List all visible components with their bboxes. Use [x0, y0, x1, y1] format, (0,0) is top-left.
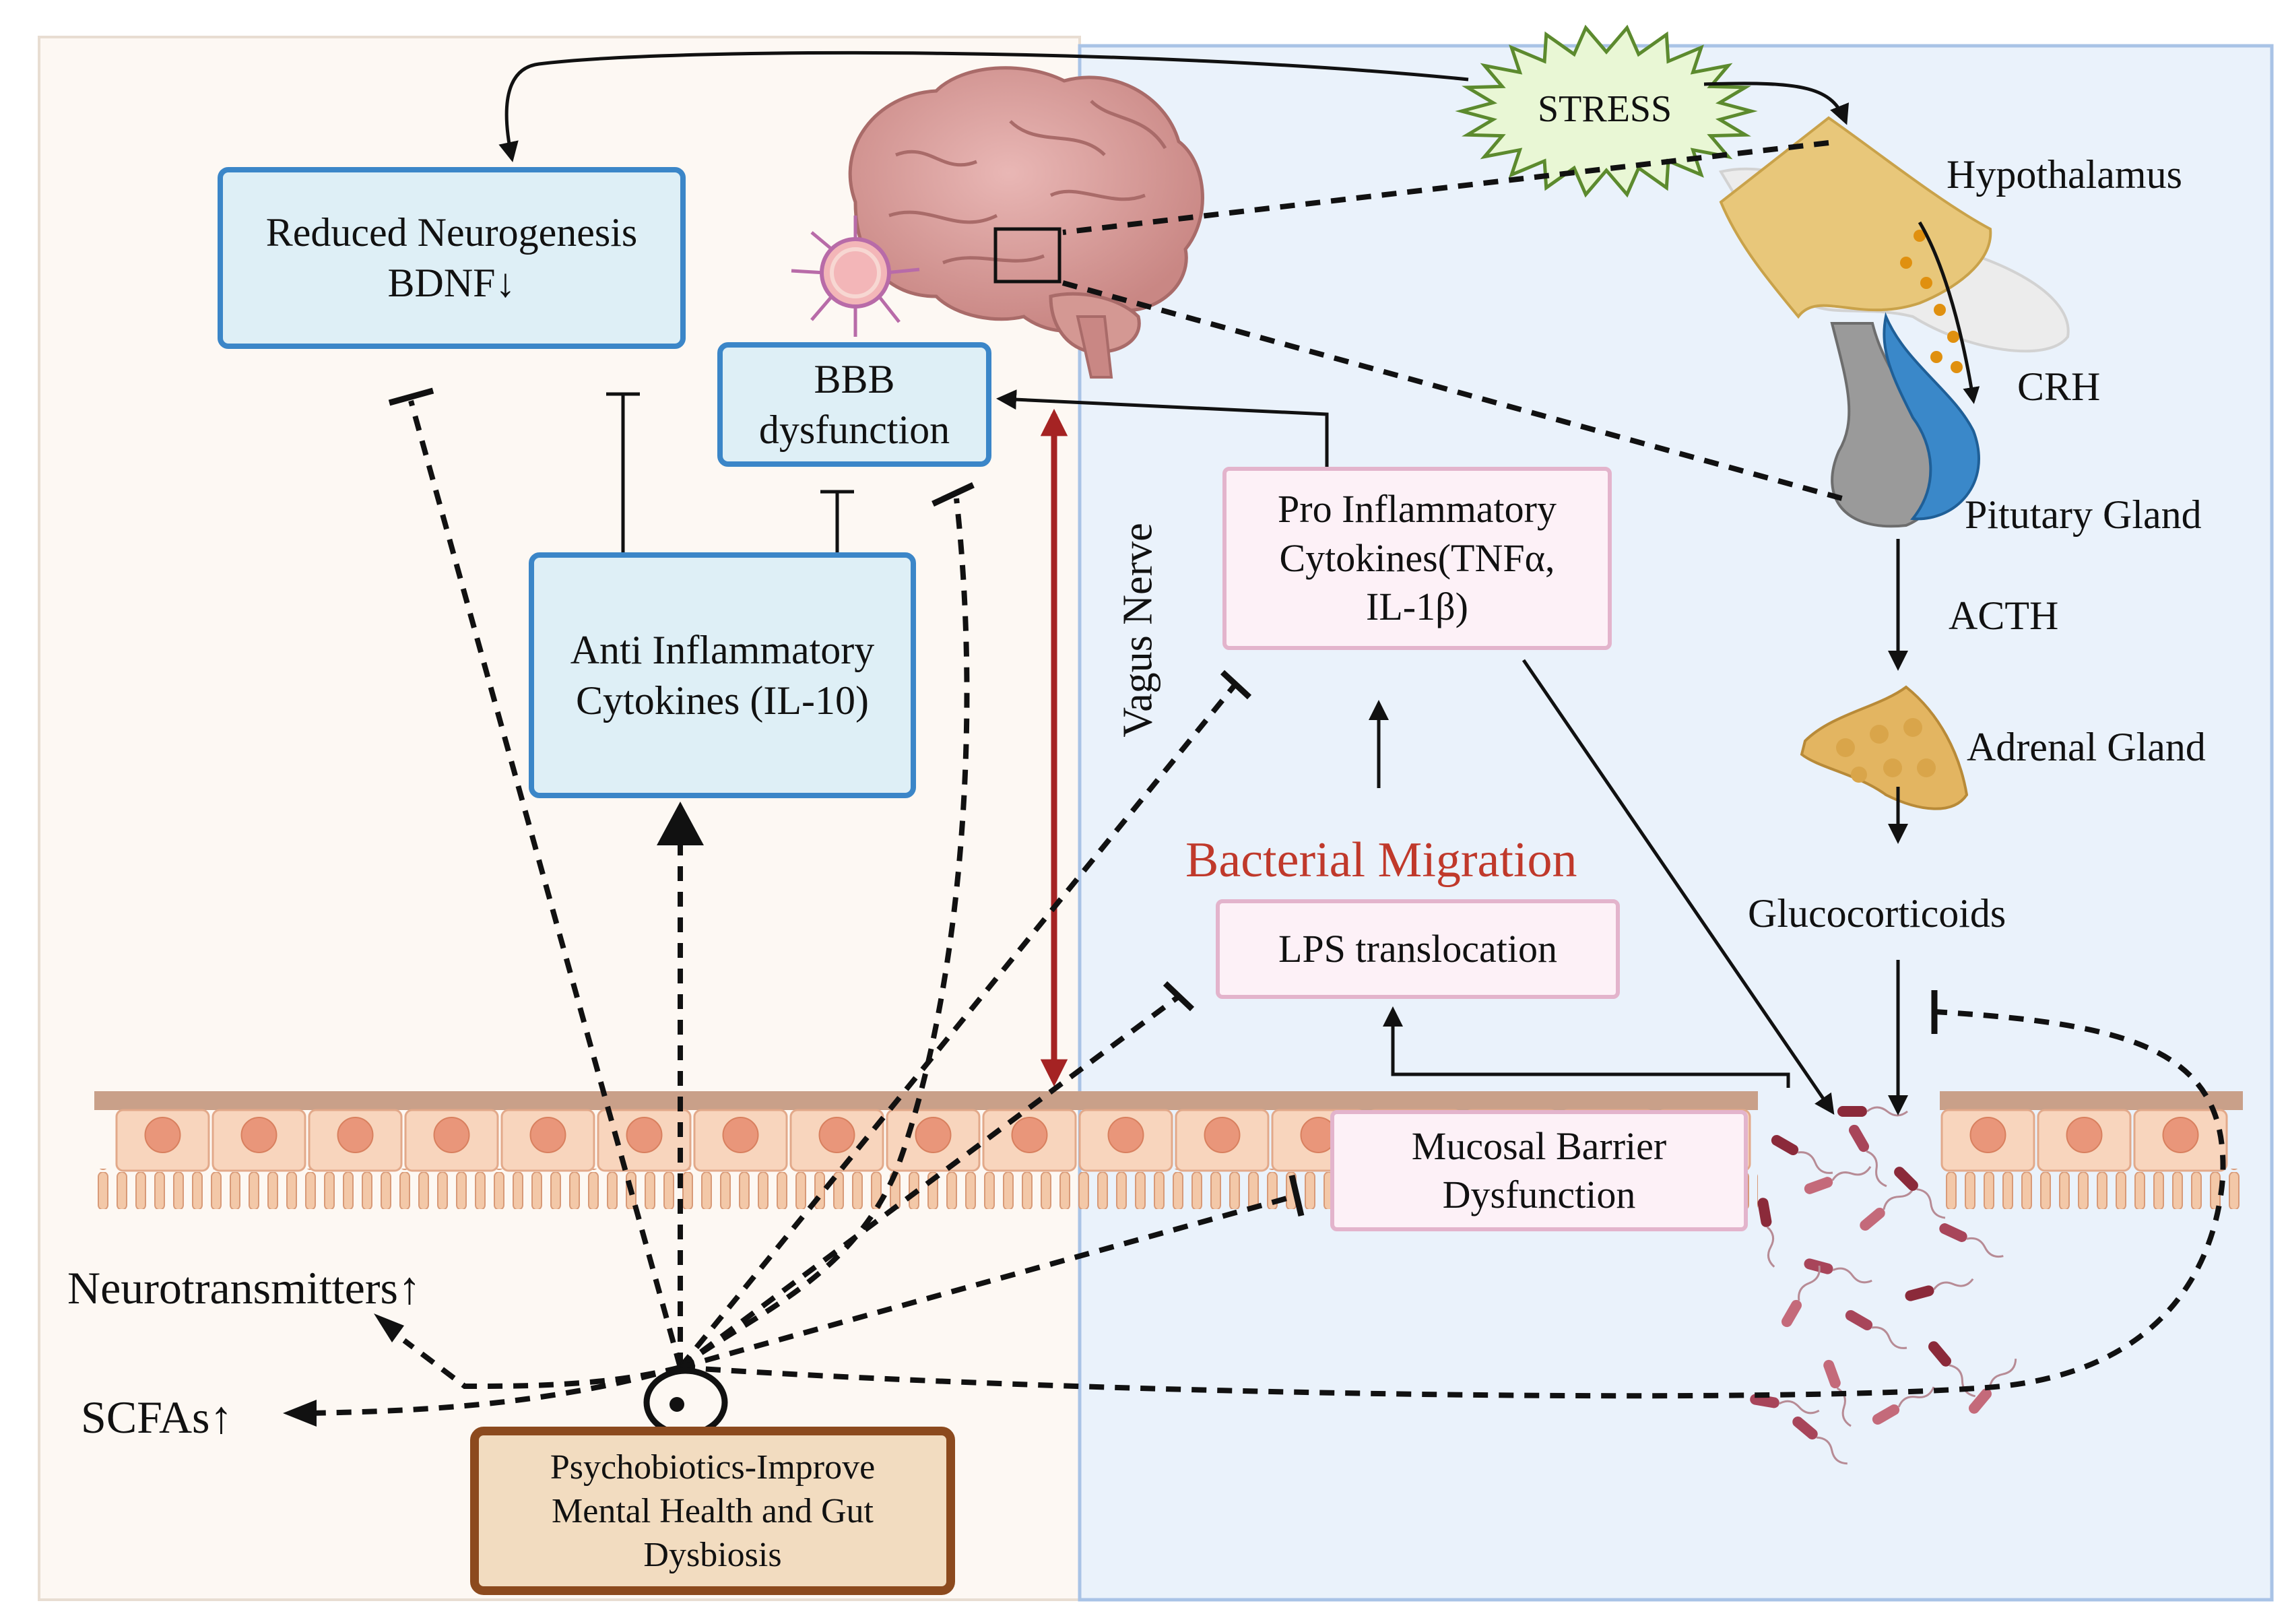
bacterium-flagellum	[1966, 1237, 2004, 1258]
hypothalamus-icon	[1718, 116, 2070, 373]
mucosal-barrier-box: Mucosal Barrier Dysfunction	[1330, 1110, 1748, 1231]
bacterium-flagellum	[1832, 1267, 1872, 1284]
bacterium	[1757, 1198, 1772, 1227]
bacterium-flagellum	[1916, 1188, 1946, 1219]
bacterium	[1905, 1285, 1934, 1301]
bacterium	[1860, 1208, 1885, 1231]
cell-nucleus	[529, 1117, 566, 1153]
neuron-icon	[791, 216, 920, 337]
psycho-line3: Dysbiosis	[643, 1535, 782, 1574]
cell-nucleus	[626, 1117, 663, 1153]
bacterium-flagellum	[1988, 1359, 2017, 1390]
bacterium-flagellum	[1949, 1364, 1976, 1398]
psychobiotics-box: Psychobiotics-Improve Mental Health and …	[470, 1427, 955, 1595]
psycho-line1: Psychobiotics-Improve	[550, 1448, 876, 1487]
pituitary-gland-icon	[1830, 312, 1980, 528]
pro-line3: IL-1β)	[1366, 585, 1468, 629]
psycho-line2: Mental Health and Gut	[552, 1491, 874, 1530]
neurogenesis-line2: BDNF↓	[387, 261, 516, 305]
scfas-label: SCFAs↑	[81, 1392, 233, 1443]
pituitary-label: Pitutary Gland	[1965, 492, 2202, 537]
adrenal-gland-icon	[1800, 685, 1969, 810]
bacterium-flagellum	[1897, 1386, 1935, 1408]
bacteria-cluster	[1750, 1106, 2017, 1465]
anti-line2: Cytokines (IL-10)	[576, 678, 869, 723]
solid-connectors	[498, 51, 1980, 1115]
brain-icon	[848, 66, 1204, 379]
cell-nucleus	[915, 1117, 952, 1153]
bacterium-flagellum	[1797, 1151, 1833, 1174]
bacterium	[1804, 1177, 1833, 1194]
bbb-dysfunction-box: BBB dysfunction	[717, 342, 991, 467]
bacterium-flagellum	[1778, 1400, 1820, 1415]
cell-nucleus	[337, 1117, 374, 1153]
acth-label: ACTH	[1949, 593, 2059, 638]
cell-nucleus	[2162, 1117, 2199, 1153]
bacterium-flagellum	[1798, 1265, 1821, 1301]
neurotransmitters-label: Neurotransmitters↑	[67, 1262, 421, 1313]
mucosal-line1: Mucosal Barrier	[1411, 1124, 1667, 1168]
bacterium-flagellum	[1871, 1326, 1907, 1349]
adrenal-label: Adrenal Gland	[1967, 725, 2206, 769]
pro-line2: Cytokines(TNFα,	[1279, 535, 1555, 580]
cell-nucleus	[818, 1117, 855, 1153]
bacterium	[1837, 1106, 1867, 1117]
bacterium	[1823, 1359, 1841, 1389]
neurogenesis-line1: Reduced Neurogenesis	[265, 210, 638, 255]
mucosal-line2: Dysfunction	[1442, 1173, 1636, 1216]
stress-burst-icon	[1455, 24, 1758, 198]
bacterium-flagellum	[1766, 1226, 1775, 1268]
anti-line1: Anti Inflammatory	[570, 627, 875, 672]
cell-nucleus	[433, 1117, 470, 1153]
bacterium-flagellum	[1831, 1166, 1872, 1181]
bbb-line2: dysfunction	[758, 407, 950, 452]
pro-inflammatory-box: Pro Inflammatory Cytokines(TNFα, IL-1β)	[1222, 467, 1612, 650]
cell-nucleus	[1969, 1117, 2006, 1153]
anti-inflammatory-box: Anti Inflammatory Cytokines (IL-10)	[529, 552, 916, 798]
glucocorticoids-label: Glucocorticoids	[1748, 891, 2006, 936]
brain-zoom-box	[993, 227, 1061, 284]
cell-nucleus	[2066, 1117, 2103, 1153]
bacterium	[1894, 1167, 1918, 1191]
right-panel	[1078, 44, 2274, 1602]
bacterium	[1771, 1135, 1799, 1155]
bacterium	[1872, 1404, 1900, 1425]
cell-nucleus	[722, 1117, 759, 1153]
dashed-arrowheads	[283, 802, 704, 1427]
bacterium	[1792, 1417, 1818, 1439]
bacterium	[1849, 1124, 1869, 1152]
crh-label: CRH	[2017, 364, 2101, 409]
cell-nucleus	[144, 1117, 181, 1153]
bbb-line1: BBB	[814, 356, 895, 401]
hypothalamus-label: Hypothalamus	[1947, 152, 2182, 197]
reduced-neurogenesis-box: Reduced Neurogenesis BDNF↓	[218, 167, 686, 349]
vagus-nerve-label: Vagus Nerve	[1115, 523, 1161, 738]
bacterium	[1845, 1310, 1873, 1330]
bacterial-migration-label: Bacterial Migration	[1185, 833, 1577, 888]
bacterium-flagellum	[1933, 1278, 1974, 1291]
lps-translocation-box: LPS translocation	[1216, 899, 1620, 999]
origin-dot	[669, 1397, 684, 1412]
dashed-connectors	[309, 140, 2226, 1416]
lps-text: LPS translocation	[1278, 926, 1557, 971]
bacterium	[1939, 1223, 1967, 1242]
inhibition-bars	[388, 387, 1938, 1217]
bacterium	[1782, 1299, 1802, 1328]
cell-nucleus	[1107, 1117, 1144, 1153]
bacterium	[1928, 1341, 1951, 1367]
cell-nucleus	[1011, 1117, 1048, 1153]
cell-nucleus	[1204, 1117, 1241, 1153]
bacterium-flagellum	[1866, 1150, 1887, 1188]
stress-label: STRESS	[1538, 88, 1672, 130]
cell-nucleus	[240, 1117, 277, 1153]
bacterium	[1969, 1388, 1992, 1414]
pro-line1: Pro Inflammatory	[1278, 487, 1557, 531]
bacterium-flagellum	[1816, 1436, 1848, 1465]
